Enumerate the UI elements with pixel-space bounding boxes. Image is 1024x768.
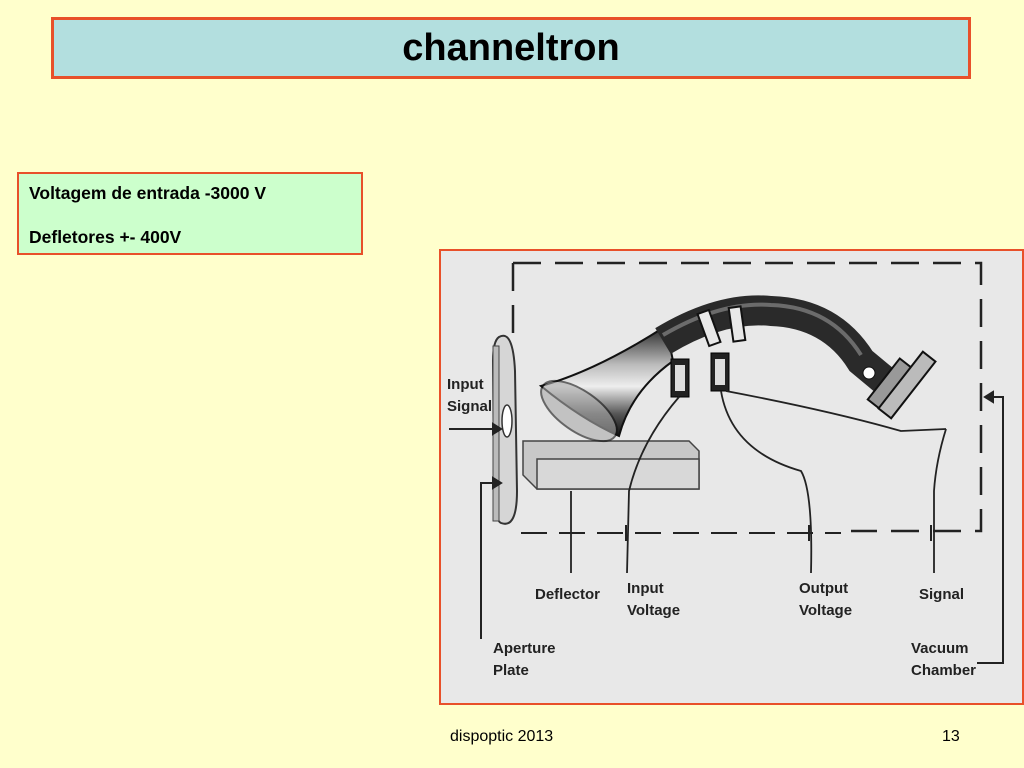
input-voltage-contact bbox=[670, 358, 690, 398]
anode-flange bbox=[862, 350, 937, 420]
input-signal-label-1: Input bbox=[447, 376, 484, 393]
channeltron-diagram: Input Signal Deflector Input Voltage Out… bbox=[439, 249, 1024, 705]
aperture-plate bbox=[491, 334, 519, 525]
signal-label: Signal bbox=[919, 586, 964, 603]
output-voltage-label-1: Output bbox=[799, 580, 848, 597]
channeltron-cone bbox=[538, 324, 675, 443]
input-signal-arrow bbox=[449, 422, 503, 436]
vacuum-chamber-label-1: Vacuum bbox=[911, 640, 969, 657]
footer-text: dispoptic 2013 bbox=[450, 728, 554, 745]
info-line-voltage: Voltagem de entrada -3000 V bbox=[29, 183, 266, 203]
channeltron-diagram-svg: Input Signal Deflector Input Voltage Out… bbox=[447, 261, 1004, 679]
aperture-plate-label-2: Plate bbox=[493, 662, 529, 679]
aperture-plate-arrow bbox=[480, 476, 503, 639]
wires bbox=[570, 390, 947, 574]
feedthrough-ticks bbox=[625, 525, 932, 541]
vacuum-chamber-outline bbox=[511, 261, 983, 533]
output-voltage-contact bbox=[710, 352, 730, 392]
aperture-plate-label-1: Aperture bbox=[493, 640, 556, 657]
deflector-plate bbox=[522, 440, 700, 490]
page-number: 13 bbox=[942, 728, 960, 745]
contact-rings bbox=[696, 305, 747, 348]
input-signal-label-2: Signal bbox=[447, 398, 492, 415]
channeltron-tube bbox=[655, 295, 907, 403]
slide-title-box: channeltron bbox=[51, 17, 971, 79]
slide-title: channeltron bbox=[402, 26, 620, 69]
output-voltage-label-2: Voltage bbox=[799, 602, 852, 619]
info-line-deflectors: Defletores +- 400V bbox=[29, 227, 182, 247]
input-voltage-label-1: Input bbox=[627, 580, 664, 597]
input-voltage-label-2: Voltage bbox=[627, 602, 680, 619]
vacuum-chamber-label-2: Chamber bbox=[911, 662, 976, 679]
info-box: Voltagem de entrada -3000 V Defletores +… bbox=[17, 172, 363, 255]
vacuum-chamber-arrow bbox=[977, 390, 1004, 664]
deflector-label: Deflector bbox=[535, 586, 600, 603]
